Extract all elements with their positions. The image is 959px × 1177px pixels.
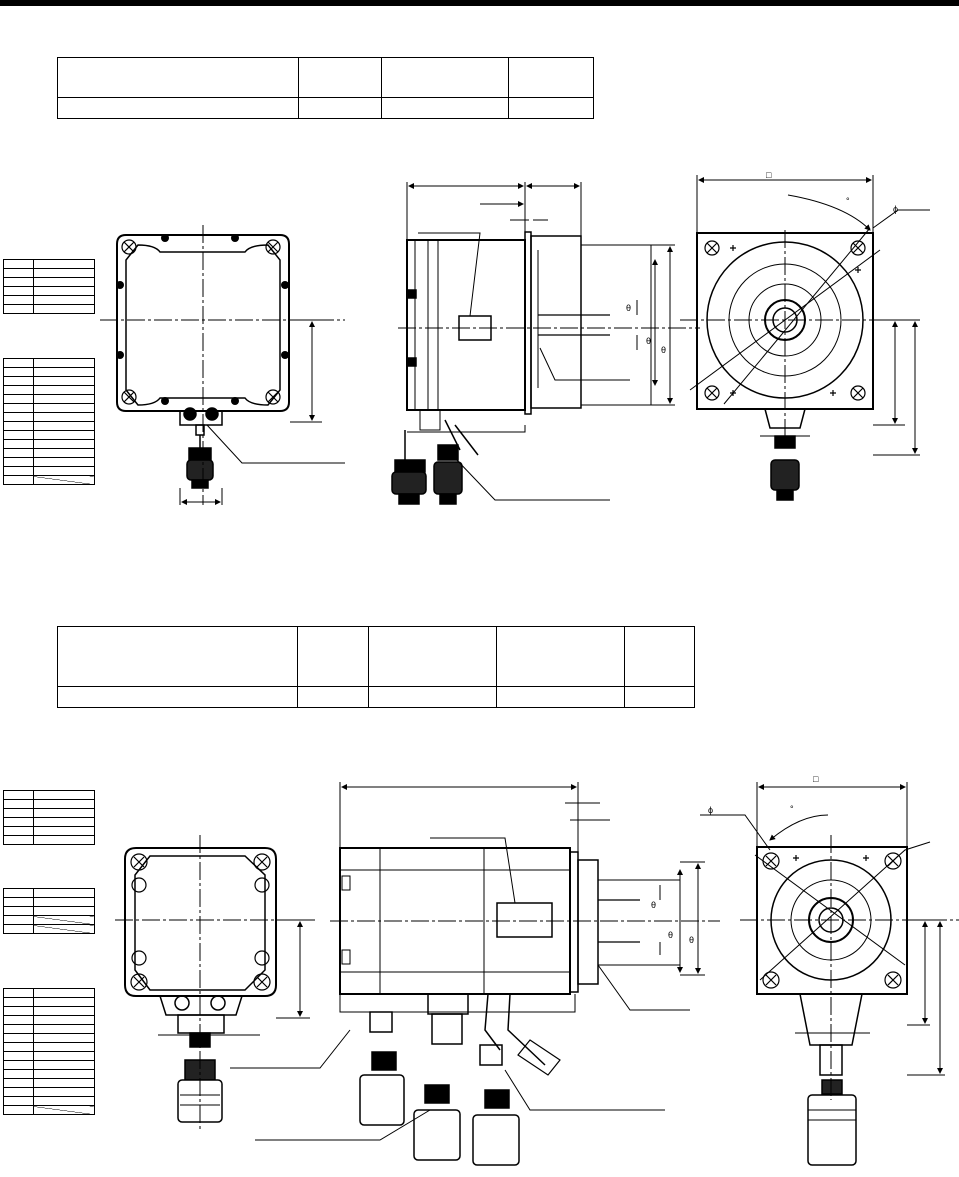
spec-header-cell (508, 57, 594, 98)
phi-mark: ϕ (893, 204, 899, 214)
spec-value-cell (56, 97, 300, 119)
motor2-front-view (700, 782, 959, 1166)
motor2-rear-view (115, 835, 351, 1130)
phi-mark: θ (668, 930, 674, 940)
motor2-side-view (255, 782, 720, 1166)
motor1-front-view (680, 175, 930, 501)
pin-table-2b (3, 888, 96, 934)
spec-value-cell (495, 686, 625, 708)
spec-value-cell (623, 686, 695, 708)
degree-mark: ° (790, 804, 794, 814)
phi-mark: θ (626, 303, 632, 313)
spec-header-cell (380, 57, 510, 98)
pin-table-1b (3, 358, 96, 485)
spec-header-cell (297, 626, 369, 687)
spec-value-cell (297, 686, 369, 708)
motor1-rear-view (100, 225, 345, 505)
spec-header-cell (495, 626, 625, 687)
spec-header-cell (623, 626, 695, 687)
motor1-side-view (391, 182, 700, 505)
header-bar (0, 0, 959, 6)
phi-mark: θ (646, 336, 652, 346)
pin-table-2a (3, 790, 96, 845)
pin-table-1a (3, 259, 96, 314)
spec-value-cell (508, 97, 594, 119)
spec-table-1 (56, 57, 594, 119)
square-mark: □ (766, 170, 772, 180)
phi-mark: θ (661, 345, 667, 355)
degree-mark: ° (846, 196, 850, 206)
spec-value-cell (298, 97, 382, 119)
phi-mark: ϕ (708, 805, 714, 815)
phi-mark: θ (651, 900, 657, 910)
phi-mark: θ (689, 935, 695, 945)
square-mark: □ (813, 774, 819, 784)
pin-table-2c (3, 988, 96, 1115)
spec-table-2 (56, 626, 695, 708)
